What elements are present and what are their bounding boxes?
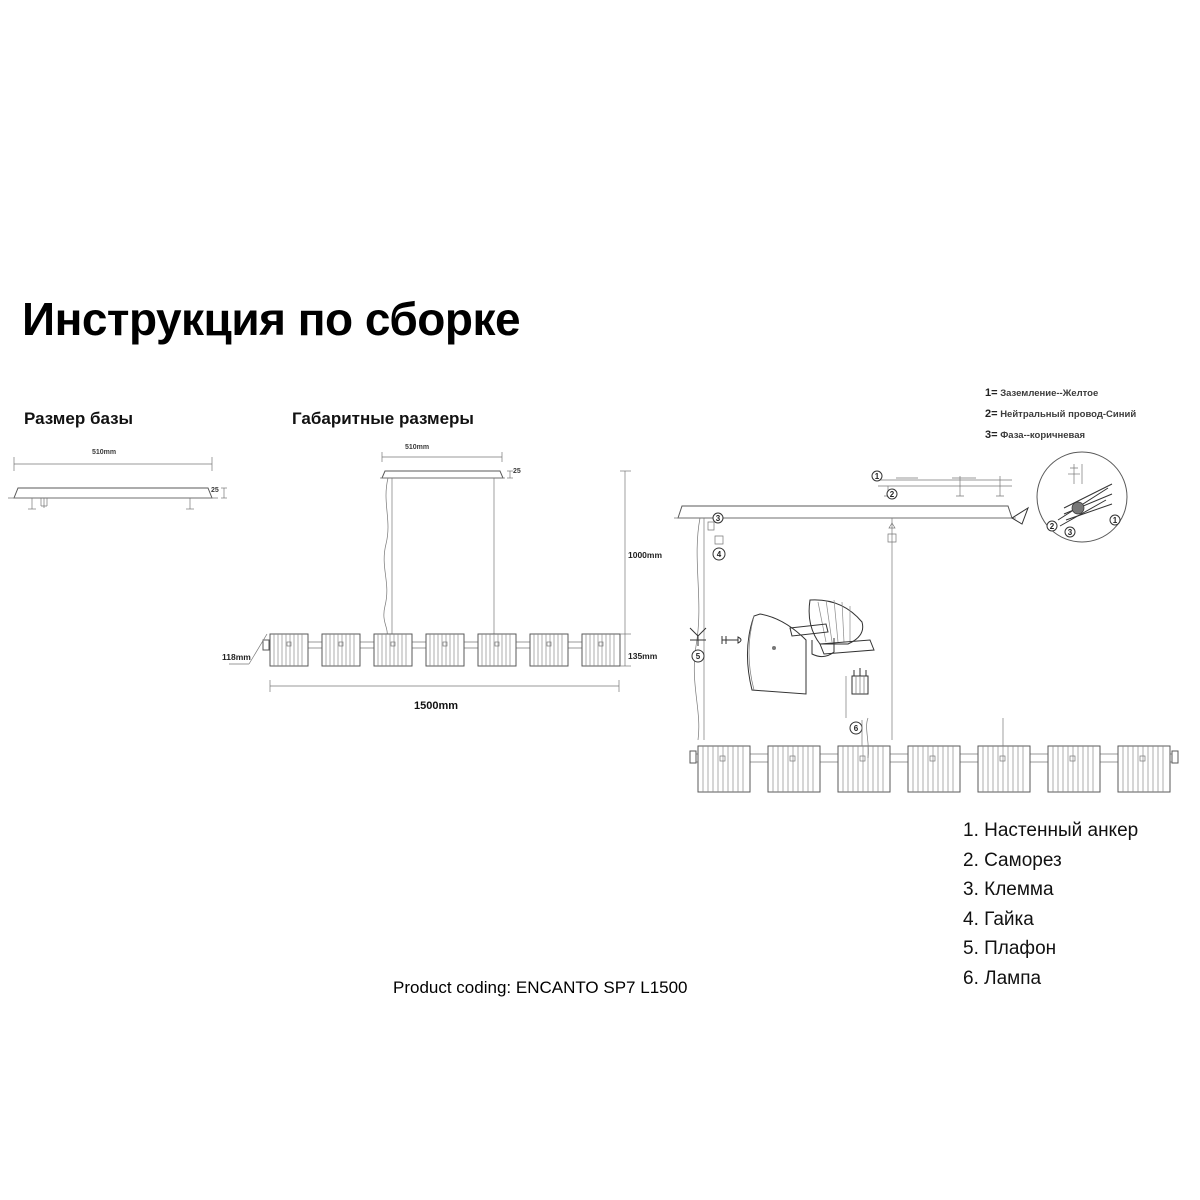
svg-text:1: 1 <box>875 472 880 481</box>
total-length-label: 1500mm <box>414 700 459 712</box>
wiring-legend-row-3: 3= Фаза--коричневая <box>985 425 1200 446</box>
fixture-height-label: 135mm <box>628 651 658 661</box>
parts-list-item-3: 3. Клемма <box>963 879 1054 900</box>
svg-text:2: 2 <box>1050 522 1055 531</box>
parts-list-item-6: 6. Лампа <box>963 967 1042 989</box>
wiring-legend-text-3: Фаза--коричневая <box>1000 430 1086 441</box>
svg-text:3: 3 <box>1068 528 1073 537</box>
wiring-legend-number-3: 3= <box>985 429 998 441</box>
drop-height-label: 1000mm <box>628 550 663 560</box>
wiring-legend-row-2: 2= Нейтральный провод-Синий <box>985 404 1200 425</box>
parts-list: 1. Настенный анкер 2. Саморез 3. Клемма … <box>963 816 1198 993</box>
svg-text:5: 5 <box>696 652 701 661</box>
mounting-bracket <box>878 476 1012 497</box>
overall-dimensions-drawing <box>215 448 645 708</box>
section-heading-overall-dimensions: Габаритные размеры <box>292 409 474 428</box>
wiring-legend: 1= Заземление--Желтое 2= Нейтральный про… <box>985 383 1200 446</box>
shade-height-label: 118mm <box>222 652 251 662</box>
shade-exploded-detail: 5 6 <box>689 599 875 735</box>
wiring-legend-text-2: Нейтральный провод-Синий <box>1000 409 1137 420</box>
svg-text:4: 4 <box>717 550 722 559</box>
parts-list-item-2: 2. Саморез <box>963 849 1062 871</box>
parts-list-item-4: 4. Гайка <box>963 908 1034 930</box>
base-width-dimension-label: 510mm <box>92 449 117 456</box>
wiring-legend-row-1: 1= Заземление--Желтое <box>985 383 1200 404</box>
base-thickness-dimension-label: 25 <box>211 487 219 494</box>
parts-list-item-1: 1. Настенный анкер <box>963 820 1139 841</box>
wiring-legend-number-1: 1= <box>985 387 998 399</box>
svg-text:2: 2 <box>890 490 895 499</box>
page-title: Инструкция по сборке <box>22 293 521 345</box>
product-coding-label: Product coding: ENCANTO SP7 L1500 <box>393 978 688 997</box>
ceiling-plate <box>674 505 1016 519</box>
wiring-legend-number-2: 2= <box>985 408 998 420</box>
wire-detail-bubble: 2 3 1 <box>1011 451 1128 543</box>
wiring-legend-text-1: Заземление--Желтое <box>1000 388 1099 399</box>
section-heading-base-size: Размер базы <box>24 409 134 428</box>
installed-fixture-row <box>678 717 1188 812</box>
svg-text:1: 1 <box>1113 516 1118 525</box>
svg-text:6: 6 <box>854 724 859 733</box>
parts-list-item-5: 5. Плафон <box>963 938 1057 959</box>
ceiling-plate-thickness-label: 25 <box>513 468 521 475</box>
base-size-drawing <box>0 440 270 520</box>
ceiling-plate-width-label: 510mm <box>405 444 430 451</box>
svg-text:3: 3 <box>716 514 721 523</box>
installation-diagram: 1 2 3 4 <box>660 450 1200 810</box>
